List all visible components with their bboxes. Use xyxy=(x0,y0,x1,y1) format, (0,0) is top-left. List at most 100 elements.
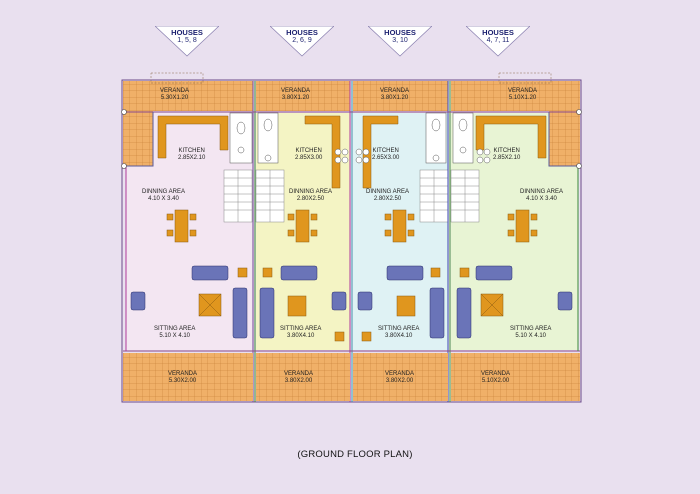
veranda-bottom-1 xyxy=(123,353,253,401)
house-tag-shape xyxy=(270,26,334,57)
sofa-set-4 xyxy=(456,265,573,339)
room-size: 3.80X1.20 xyxy=(380,95,409,101)
house-tag-4: HOUSES 4, 7, 11 xyxy=(466,26,530,58)
room-name: KITCHEN xyxy=(178,148,205,154)
room-name: VERANDA xyxy=(508,88,538,94)
room-size: 2.85X2.10 xyxy=(178,155,206,161)
veranda-bottom-3 xyxy=(353,353,448,401)
room-name: KITCHEN xyxy=(372,148,399,154)
wc-block-2 xyxy=(257,112,279,164)
room-size: 3.80X4.10 xyxy=(384,333,413,339)
room-size: 3.80X1.20 xyxy=(281,95,310,101)
house-tag-2: HOUSES 2, 6, 9 xyxy=(270,26,334,58)
room-size: 3.80X2.00 xyxy=(385,378,414,384)
dining-table-1 xyxy=(166,209,197,243)
room-size: 5.30X1.20 xyxy=(160,95,189,101)
house-tag-title: HOUSES xyxy=(286,28,318,37)
house-tag-shape xyxy=(368,26,432,57)
stove-2 xyxy=(334,148,349,164)
room-name: SITTING AREA xyxy=(510,326,552,332)
house-tag-title: HOUSES xyxy=(482,28,514,37)
room-size: 4.10 X 3.40 xyxy=(526,196,557,202)
sofa-set-1 xyxy=(130,265,248,339)
wc-block-3 xyxy=(425,112,447,164)
house-tag-numbers: 4, 7, 11 xyxy=(486,37,510,44)
house-tag-numbers: 2, 6, 9 xyxy=(292,37,312,44)
house-tag-title: HOUSES xyxy=(171,28,203,37)
room-name: VERANDA xyxy=(281,88,311,94)
room-size: 4.10 X 3.40 xyxy=(148,196,179,202)
wc-block-1 xyxy=(229,112,253,164)
room-size: 5.10X1.20 xyxy=(508,95,537,101)
room-name: VERANDA xyxy=(385,371,415,377)
coffee-tables xyxy=(198,267,504,342)
staircase-4 xyxy=(450,169,480,223)
sofa-set-2 xyxy=(259,265,347,339)
room-size: 2.65X3.00 xyxy=(372,155,400,161)
staircase-1 xyxy=(223,169,253,223)
room-name: DINNING AREA xyxy=(520,189,564,195)
veranda-top-4 xyxy=(451,81,580,111)
veranda-top-1 xyxy=(123,81,253,111)
room-size: 5.10X2.00 xyxy=(481,378,510,384)
room-size: 5.30X2.00 xyxy=(168,378,197,384)
house-tag-shape xyxy=(155,26,219,57)
house-tag-numbers: 3, 10 xyxy=(392,37,408,44)
kitchen-counter-3 xyxy=(362,115,399,189)
veranda-top-canopy-4 xyxy=(498,72,552,84)
kitchen-counter-1 xyxy=(157,115,229,159)
side-strip-left xyxy=(123,111,153,166)
walls xyxy=(123,81,580,402)
columns xyxy=(121,109,582,169)
veranda-bottom-2 xyxy=(256,353,350,401)
stove-3 xyxy=(355,148,370,164)
house-tag-shape xyxy=(466,26,530,57)
room-name: VERANDA xyxy=(160,88,190,94)
house-tag-3: HOUSES 3, 10 xyxy=(368,26,432,58)
staircase-2 xyxy=(255,169,285,223)
room-name: VERANDA xyxy=(481,371,511,377)
room-name: VERANDA xyxy=(168,371,198,377)
kitchen-counter-2 xyxy=(304,115,341,189)
room-size: 2.85X2.10 xyxy=(493,155,521,161)
veranda-top-3 xyxy=(353,81,448,111)
house-tag-1: HOUSES 1, 5, 8 xyxy=(155,26,219,58)
veranda-bottom-4 xyxy=(451,353,580,401)
dining-table-2 xyxy=(287,209,318,243)
room-name: SITTING AREA xyxy=(280,326,322,332)
room-size: 5.10 X 4.10 xyxy=(515,333,547,339)
veranda-top-canopy-1 xyxy=(150,72,204,84)
room-size: 2.85X3.00 xyxy=(295,155,323,161)
veranda-top-2 xyxy=(256,81,350,111)
room-name: VERANDA xyxy=(380,88,410,94)
staircase-3 xyxy=(419,169,449,223)
dining-table-3 xyxy=(384,209,415,243)
room-size: 3.80X2.00 xyxy=(284,378,313,384)
room-size: 5.10 X 4.10 xyxy=(159,333,191,339)
room-size: 2.80X2.50 xyxy=(373,196,402,202)
room-name: SITTING AREA xyxy=(154,326,196,332)
room-name: SITTING AREA xyxy=(378,326,420,332)
room-name: DINNING AREA xyxy=(366,189,410,195)
house-tag-title: HOUSES xyxy=(384,28,416,37)
